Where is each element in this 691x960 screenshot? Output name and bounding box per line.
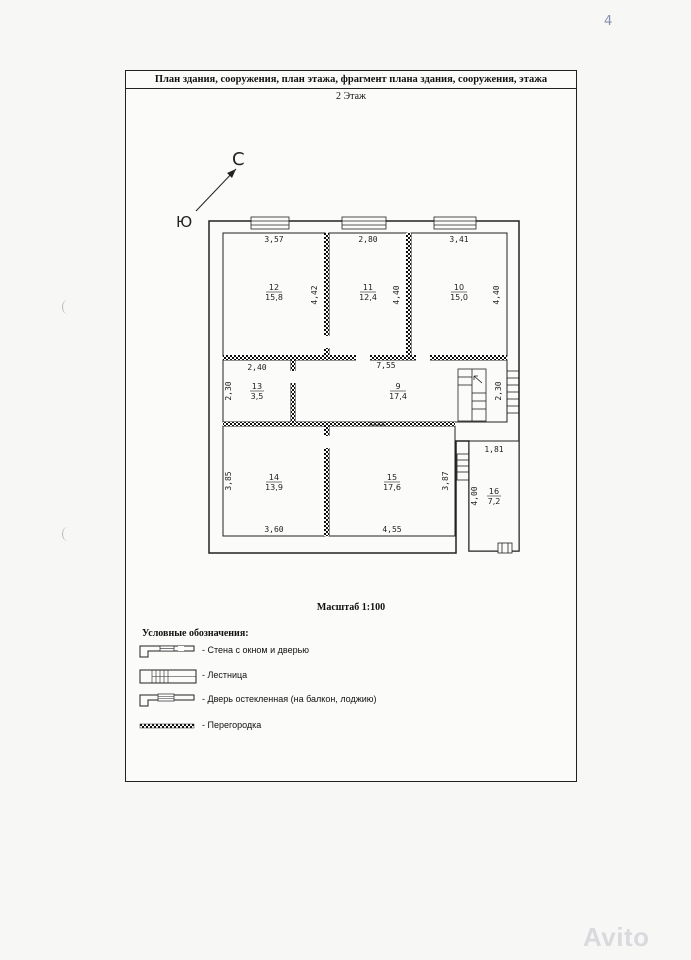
- legend-glass-door-label: - Дверь остекленная (на балкон, лоджию): [202, 694, 377, 704]
- door: [416, 353, 430, 362]
- dim-room-15-height: 3,87: [441, 471, 450, 490]
- room-label-9: 9 17,4: [389, 382, 407, 401]
- legend-wall-label: - Стена с окном и дверью: [202, 645, 310, 655]
- door-gaps: [289, 336, 430, 448]
- room-number: 14: [269, 473, 279, 482]
- room-area: 17,4: [389, 392, 407, 401]
- sheet-title: План здания, сооружения, план этажа, фра…: [126, 71, 576, 89]
- dim-room-10-height: 4,40: [492, 285, 501, 304]
- scale-label: Масштаб 1:100: [316, 602, 386, 613]
- room-area: 13,9: [265, 483, 283, 492]
- room-number: 13: [252, 382, 262, 391]
- room-number: 12: [269, 283, 279, 292]
- partition: [324, 233, 329, 356]
- room-label-12: 12 15,8: [265, 283, 283, 302]
- compass-north-label: С: [232, 149, 245, 170]
- dim-room-9-height: 2,30: [494, 381, 503, 400]
- page-number-mark: 4: [604, 14, 613, 29]
- door: [289, 371, 297, 383]
- legend-item-glass-door: - Дверь остекленная (на балкон, лоджию): [138, 692, 558, 708]
- room-number: 9: [395, 382, 400, 391]
- room-area: 17,6: [383, 483, 401, 492]
- floor-label: 2 Этаж: [336, 91, 366, 102]
- legend-glass-door-symbol: [139, 693, 195, 707]
- room-number: 16: [489, 487, 499, 496]
- compass-arrow-head: [227, 169, 236, 178]
- dim-room-16-width: 1,81: [484, 445, 503, 454]
- legend-partition-label: - Перегородка: [202, 720, 262, 730]
- avito-watermark: Avito: [583, 922, 650, 952]
- window: [250, 216, 290, 230]
- legend-item-stairs: - Лестница: [138, 668, 558, 684]
- stairs-external: [506, 370, 520, 414]
- legend-partition-symbol: [139, 723, 195, 729]
- room-number: 11: [363, 283, 373, 292]
- door: [322, 436, 331, 448]
- window: [341, 216, 387, 230]
- window-group: [250, 216, 513, 554]
- room-area: 12,4: [359, 293, 377, 302]
- compass-arrow-line: [195, 168, 237, 212]
- dim-room-15-width: 4,55: [382, 525, 401, 534]
- window: [497, 542, 513, 554]
- stairs-room16: [456, 453, 470, 481]
- room-area: 7,2: [488, 497, 501, 506]
- room-number: 15: [387, 473, 397, 482]
- partition: [324, 426, 329, 536]
- room-area: 15,0: [450, 293, 468, 302]
- room-label-14: 14 13,9: [265, 473, 283, 492]
- room-number: 10: [454, 283, 464, 292]
- dim-room-12-height: 4,42: [310, 285, 319, 304]
- legend-stairs-label: - Лестница: [202, 670, 248, 680]
- partition: [291, 360, 295, 422]
- dim-room-11-width: 2,80: [358, 235, 377, 244]
- stairs-arrow: [473, 375, 483, 384]
- punch-hole-top: [62, 300, 73, 314]
- legend-stairs-symbol: [139, 669, 197, 684]
- compass: С Ю: [176, 149, 245, 231]
- window: [433, 216, 477, 230]
- room-label-13: 13 3,5: [250, 382, 264, 401]
- stairs-outline: [456, 453, 470, 481]
- room-area: 15,8: [265, 293, 283, 302]
- legend-wall-symbol: [139, 645, 195, 658]
- room-area: 3,5: [251, 392, 264, 401]
- plan-sheet: План здания, сооружения, план этажа, фра…: [125, 70, 577, 782]
- legend-item-wall: - Стена с окном и дверью: [138, 643, 558, 659]
- compass-south-label: Ю: [176, 213, 192, 231]
- legend-title: Условные обозначения:: [142, 628, 249, 639]
- room-label-11: 11 12,4: [359, 283, 377, 302]
- room-label-16: 16 7,2: [487, 487, 501, 506]
- floor-plan: С Ю: [176, 149, 520, 554]
- room-label-10: 10 15,0: [450, 283, 468, 302]
- dim-room-13-width: 2,40: [247, 363, 266, 372]
- dim-room-9-width: 7,55: [376, 361, 395, 370]
- stairs-main: [457, 368, 487, 422]
- dim-room-11-height: 4,40: [392, 285, 401, 304]
- dim-room-10-width: 3,41: [449, 235, 468, 244]
- door-leaves: [369, 421, 385, 426]
- legend-item-partition: - Перегородка: [138, 718, 558, 734]
- door: [356, 353, 370, 362]
- partition: [406, 233, 411, 356]
- partition: [223, 422, 455, 426]
- dim-room-13-height: 2,30: [224, 381, 233, 400]
- dim-room-12-width: 3,57: [264, 235, 283, 244]
- punch-hole-bottom: [62, 527, 73, 541]
- dim-room-14-height: 3,85: [224, 471, 233, 490]
- room-label-15: 15 17,6: [383, 473, 401, 492]
- dim-room-16-height: 4,00: [470, 486, 479, 505]
- dim-room-14-width: 3,60: [264, 525, 283, 534]
- door: [322, 336, 331, 348]
